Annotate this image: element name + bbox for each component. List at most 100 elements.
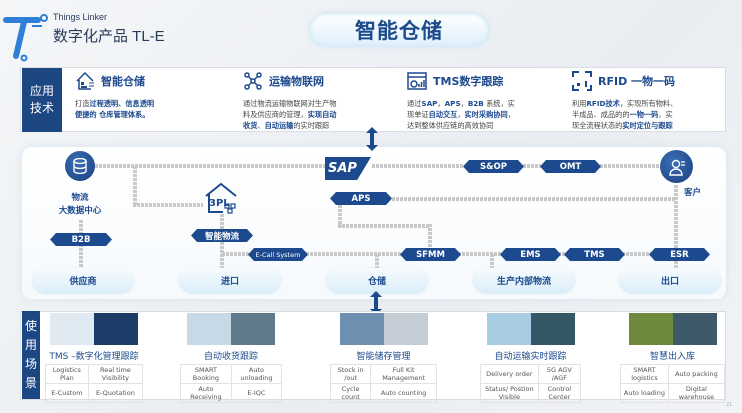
things-linker-logo (3, 14, 48, 62)
connector (372, 164, 464, 168)
scenario-cell: 5G AGV /AGF (537, 364, 582, 384)
scenario-cell: Auto packing (667, 364, 726, 384)
connector (523, 164, 541, 168)
scan-code-icon (572, 71, 592, 91)
tag-smart-logistics[interactable]: 智能物流 (191, 229, 253, 242)
connector (338, 205, 342, 227)
tech-item-description: 通过物流运输物联网对生产物料及供应商的管理，实现自动收货、自动运输的实时跟踪 (243, 99, 337, 130)
connector (133, 203, 203, 207)
connector (133, 166, 137, 206)
scenario-image (486, 313, 575, 345)
scenario-title: 智能储存管理 (356, 352, 411, 362)
scenario-cell: Digital warehouse (667, 383, 726, 403)
scenario-title: 自动收货跟踪 (203, 352, 258, 362)
customer-label: 客户 (684, 188, 702, 198)
tag-esr[interactable]: ESR (649, 248, 710, 261)
scenario-cell: Cycle count (329, 383, 372, 403)
scenario-cell: E-Quotation (87, 383, 144, 403)
tech-item-description: 利用RFID技术，实现所有物料、半成品、成品的的一物一码，实现全流程状态的实时定… (572, 99, 678, 130)
tag-tms[interactable]: TMS (564, 248, 625, 261)
double-arrow-icon (370, 291, 382, 315)
product-name: 数字化产品 TL-E (53, 28, 165, 45)
tag-b2b[interactable]: B2B (50, 233, 112, 246)
connector (600, 164, 660, 168)
scenario-cell: Stock in /out (329, 364, 372, 384)
station-internal-logistics[interactable]: 生产内部物流 (474, 268, 574, 292)
tech-item: 智能仓储打造过程透明、信息透明便捷的 仓库管理体系。 (75, 70, 225, 120)
scenario-cell: E-Custom (45, 383, 89, 403)
user-icon (668, 159, 685, 176)
data-center-node[interactable] (65, 151, 95, 181)
3pl-label: 3PL (209, 198, 230, 209)
tech-item-title: 智能仓储 (101, 75, 145, 88)
tech-item-title: RFID 一物一码 (598, 75, 676, 88)
sap-logo: SAP (325, 157, 371, 180)
scenario-cell: Auto counting (370, 383, 437, 403)
scenario-cell: SMART logistics (620, 364, 669, 384)
station-export[interactable]: 出口 (620, 268, 720, 292)
tag-sop[interactable]: S&OP (463, 160, 524, 173)
tag-sfmm[interactable]: SFMM (400, 248, 461, 261)
scenario-title: 智慧出入库 (649, 352, 695, 362)
scenario-cell: Auto unloading (230, 364, 283, 384)
tech-item: 运输物联网通过物流运输物联网对生产物料及供应商的管理，实现自动收货、自动运输的实… (243, 70, 393, 131)
scenario-image (50, 313, 138, 345)
scenario-title: 自动运输实时跟踪 (494, 352, 567, 362)
station-supplier[interactable]: 供应商 (33, 268, 133, 292)
station-warehouse[interactable]: 仓储 (327, 268, 427, 292)
scenario-cell: Auto Receiving (180, 383, 232, 403)
tech-item: RFID 一物一码利用RFID技术，实现所有物料、半成品、成品的的一物一码，实现… (572, 70, 722, 131)
tech-band (20, 67, 726, 132)
tech-item-title: 运输物联网 (269, 75, 324, 88)
tech-item-description: 通过SAP，APS，B2B 系统，实现单证自动交互，实时采购协同，达到整体供应链… (407, 99, 515, 130)
3pl-warehouse-icon: 3PL (205, 182, 237, 214)
scenario-image (628, 313, 717, 345)
scenario-title: TMS –数字化管理跟踪 (49, 352, 139, 362)
scenario-cell: E-IQC (230, 383, 283, 403)
tag-ems[interactable]: EMS (500, 248, 561, 261)
tag-omt[interactable]: OMT (540, 160, 601, 173)
customer-node[interactable] (660, 150, 693, 183)
connector (338, 224, 430, 228)
network-nodes-icon (244, 72, 262, 90)
scenario-image (339, 313, 428, 345)
tech-item-title: TMS数字跟踪 (433, 75, 504, 88)
smart-warehouse-icon (76, 71, 94, 90)
scenario-cell: Auto loading (620, 383, 669, 403)
station-import[interactable]: 进口 (180, 268, 280, 292)
page-title: 智能仓储 (310, 14, 488, 46)
data-center-label: 物流 大数据中心 (58, 193, 102, 216)
tag-ecall-system[interactable]: E-Call System (248, 248, 308, 261)
scenario-label: 使用场景 (22, 311, 40, 399)
tag-aps[interactable]: APS (330, 192, 392, 205)
scenario-image (187, 313, 275, 345)
brand-name: Things Linker (53, 12, 108, 22)
dashboard-icon (407, 72, 427, 90)
scenario-cell: Status/ Postion Visible (480, 383, 539, 403)
tech-item: TMS数字跟踪通过SAP，APS，B2B 系统，实现单证自动交互，实时采购协同，… (407, 70, 557, 131)
page-number: 21 (726, 402, 733, 408)
scenario-cell: Real time Visibility (87, 364, 144, 384)
tech-label: 应用技术 (22, 68, 62, 132)
scenario-cell: Full Kit Management (370, 364, 437, 384)
connector (375, 254, 379, 268)
connector (674, 185, 678, 268)
scenario-cell: Logistics Plan (45, 364, 89, 384)
scenario-cell: Control Center (537, 383, 582, 403)
connector (95, 164, 325, 168)
connector (392, 197, 676, 201)
connector (428, 224, 432, 250)
double-arrow-icon (366, 127, 378, 151)
connector (490, 254, 494, 268)
tech-item-description: 打造过程透明、信息透明便捷的 仓库管理体系。 (75, 99, 155, 119)
